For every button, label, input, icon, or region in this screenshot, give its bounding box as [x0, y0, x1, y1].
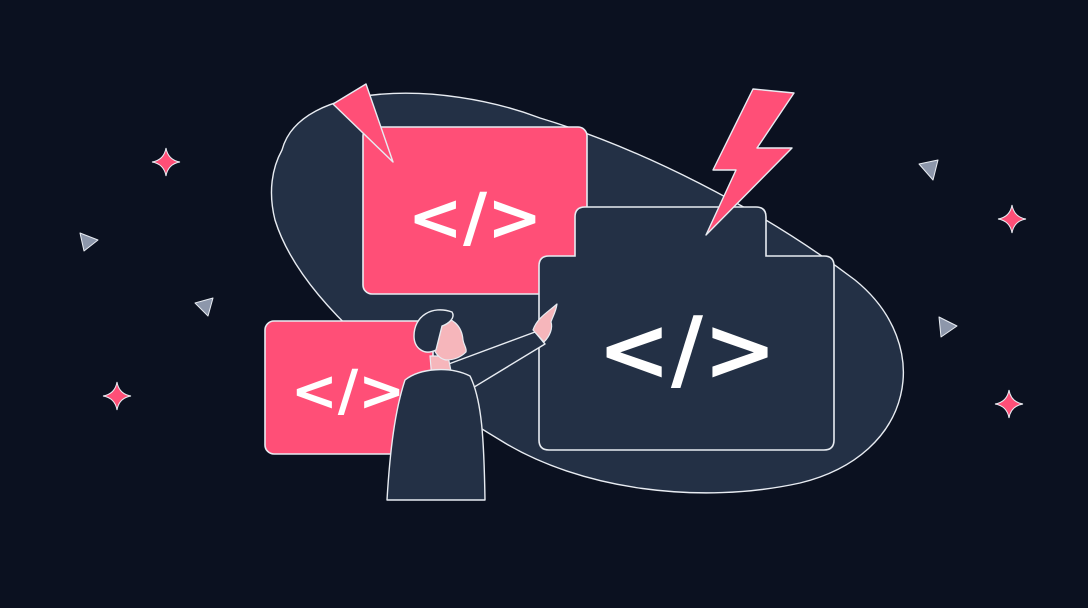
triangle-icon — [938, 316, 958, 338]
person-hand — [532, 303, 558, 343]
sparkle-icon — [151, 147, 181, 177]
person-torso — [386, 368, 486, 501]
person-figure — [386, 303, 558, 501]
code-window-large — [538, 206, 835, 451]
sparkle-icon — [997, 204, 1027, 234]
triangle-icon — [918, 159, 939, 181]
code-symbol-top: </> — [408, 179, 543, 256]
sparkle-icon — [994, 389, 1024, 419]
sparkle-icon — [102, 381, 132, 411]
code-symbol-small: </> — [291, 359, 405, 424]
pink-pointer-shape — [332, 83, 394, 163]
lightning-bolt-icon — [705, 88, 795, 236]
person-hair — [413, 309, 454, 353]
triangle-icon — [194, 297, 214, 317]
triangle-icon — [79, 232, 99, 252]
code-symbol-large: </> — [597, 298, 777, 401]
